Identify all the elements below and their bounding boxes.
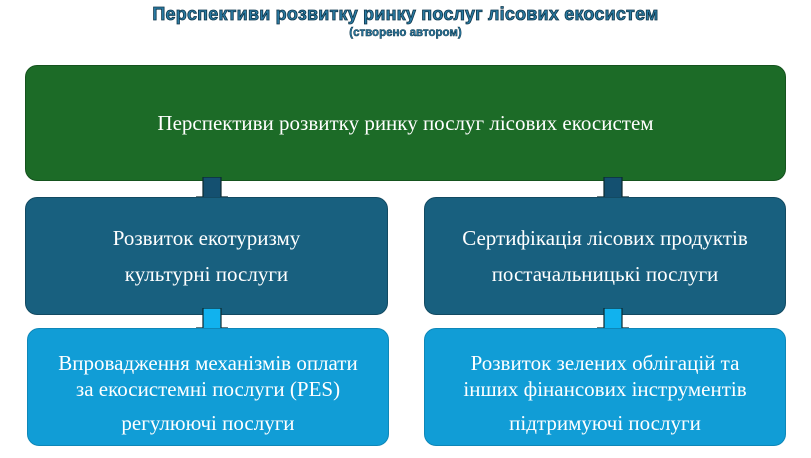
ecotourism-title: Розвиток екотуризму	[112, 226, 301, 250]
certification-node: Сертифікація лісових продуктів постачаль…	[424, 197, 786, 315]
green-bonds-node: Розвиток зелених облігацій та інших фіна…	[424, 328, 786, 446]
diagram-title: Перспективи розвитку ринку послуг лісови…	[152, 4, 659, 25]
pes-line2: за екосистемні послуги (PES)	[75, 377, 341, 401]
green-bonds-service-type: підтримуючі послуги	[509, 411, 701, 435]
diagram-subtitle: (створено автором)	[349, 27, 462, 40]
root-node-label: Перспективи розвитку ринку послуг лісови…	[157, 110, 654, 135]
root-node: Перспективи розвитку ринку послуг лісови…	[25, 65, 786, 181]
certification-service-type: постачальницькі послуги	[491, 262, 719, 286]
pes-node: Впровадження механізмів оплати за екосис…	[27, 328, 389, 446]
pes-service-type: регулюючі послуги	[121, 411, 295, 435]
green-bonds-line1: Розвиток зелених облігацій та	[470, 351, 740, 375]
certification-title: Сертифікація лісових продуктів	[462, 226, 748, 250]
ecotourism-node: Розвиток екотуризму культурні послуги	[25, 197, 388, 315]
green-bonds-line2: інших фінансових інструментів	[463, 377, 747, 401]
ecotourism-service-type: культурні послуги	[124, 262, 289, 286]
pes-line1: Впровадження механізмів оплати	[58, 351, 358, 375]
